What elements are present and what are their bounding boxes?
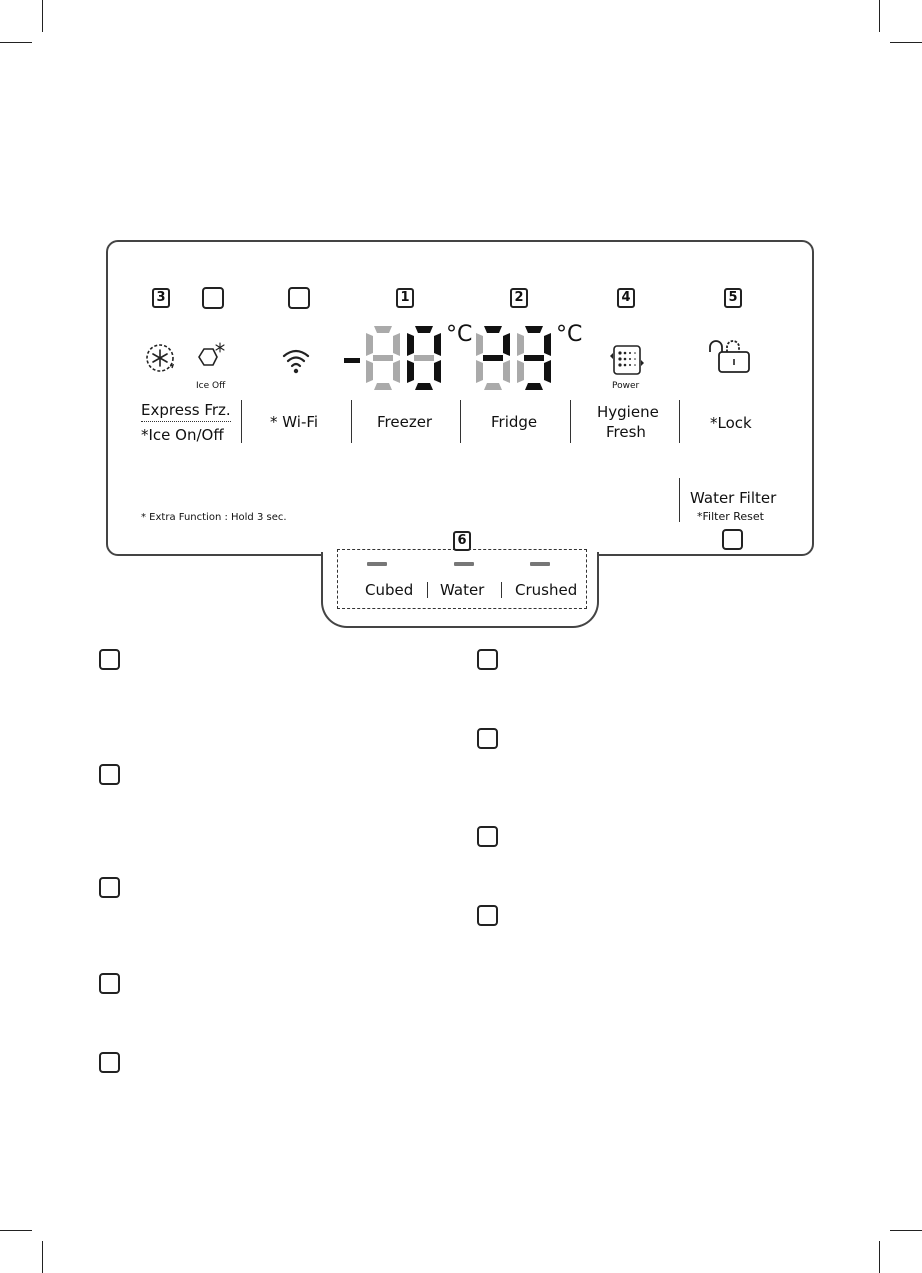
express-frz-label: Express Frz. — [141, 401, 231, 419]
lock-label: *Lock — [710, 414, 752, 432]
segment-b — [503, 333, 510, 356]
fridge-temperature-display — [476, 326, 551, 390]
segment-c — [544, 360, 551, 383]
crop-mark — [879, 1241, 880, 1273]
crop-mark — [0, 42, 32, 43]
callout-6: 6 — [453, 531, 471, 551]
ice-cube-icon — [198, 342, 225, 366]
segment-g — [373, 355, 393, 361]
segment-d — [484, 383, 502, 390]
tray-join — [323, 550, 597, 560]
freezer-temperature-display — [344, 326, 441, 390]
segment-c — [393, 360, 400, 383]
crop-mark — [42, 1241, 43, 1273]
dotted-divider — [141, 421, 231, 422]
legend-box — [99, 973, 120, 994]
ice-off-label: Ice Off — [196, 381, 226, 391]
crop-mark — [0, 1230, 32, 1231]
padlock-icon — [709, 340, 750, 373]
callout-2: 2 — [510, 288, 528, 308]
hygiene-label-line2: Fresh — [606, 423, 646, 441]
segment-e — [407, 360, 414, 383]
segment-a — [415, 326, 433, 333]
wifi-icon — [282, 349, 310, 374]
freezer-label: Freezer — [377, 413, 433, 431]
segment-e — [366, 360, 373, 383]
segment-b — [393, 333, 400, 356]
callout-3: 3 — [152, 288, 170, 308]
legend-box — [477, 905, 498, 926]
legend-box — [99, 649, 120, 670]
crop-mark — [890, 42, 922, 43]
filter-reset-button[interactable] — [722, 529, 743, 550]
segment-d — [415, 383, 433, 390]
separator — [241, 400, 242, 443]
segment-a — [374, 326, 392, 333]
fridge-degree-unit: °C — [556, 322, 583, 347]
express-button[interactable] — [202, 287, 224, 309]
segment-f — [366, 333, 373, 356]
crop-mark — [890, 1230, 922, 1231]
hygiene-power-label: Power — [612, 381, 640, 391]
segment-b — [544, 333, 551, 356]
extra-function-note: * Extra Function : Hold 3 sec. — [141, 512, 287, 523]
segment-e — [517, 360, 524, 383]
segment-g — [483, 355, 503, 361]
segment-a — [525, 326, 543, 333]
freezer-degree-unit: °C — [446, 322, 473, 347]
segment-f — [517, 333, 524, 356]
ice-on-off-label: *Ice On/Off — [141, 426, 224, 444]
crushed-indicator — [530, 562, 550, 566]
legend-box — [477, 649, 498, 670]
hygiene-label-line1: Hygiene — [597, 403, 659, 421]
filter-reset-label: *Filter Reset — [697, 510, 764, 523]
segment-d — [525, 383, 543, 390]
callout-5: 5 — [724, 288, 742, 308]
legend-box — [477, 826, 498, 847]
legend-box — [99, 1052, 120, 1073]
cubed-indicator — [367, 562, 387, 566]
callout-4: 4 — [617, 288, 635, 308]
segment-a — [484, 326, 502, 333]
segment-b — [434, 333, 441, 356]
separator — [351, 400, 352, 443]
separator — [570, 400, 571, 443]
wifi-label: * Wi-Fi — [270, 413, 319, 431]
separator — [679, 400, 680, 443]
crop-mark — [42, 0, 43, 32]
segment-g — [524, 355, 544, 361]
control-panel — [106, 240, 814, 556]
legend-box — [99, 877, 120, 898]
segment-c — [503, 360, 510, 383]
segment-c — [434, 360, 441, 383]
wifi-button[interactable] — [288, 287, 310, 309]
separator — [679, 478, 680, 522]
dispenser-selector — [337, 549, 587, 609]
separator — [427, 582, 428, 598]
segment-g — [414, 355, 434, 361]
legend-box — [477, 728, 498, 749]
cubed-option[interactable]: Cubed — [365, 581, 414, 599]
separator — [460, 400, 461, 443]
legend-box — [99, 764, 120, 785]
segment-f — [476, 333, 483, 356]
minus-segment — [344, 358, 360, 363]
segment-f — [407, 333, 414, 356]
crushed-option[interactable]: Crushed — [515, 581, 578, 599]
crop-mark — [879, 0, 880, 32]
water-option[interactable]: Water — [440, 581, 485, 599]
water-indicator — [454, 562, 474, 566]
fridge-label: Fridge — [491, 413, 538, 431]
callout-1: 1 — [396, 288, 414, 308]
hygiene-fresh-icon — [610, 345, 644, 375]
segment-d — [374, 383, 392, 390]
segment-e — [476, 360, 483, 383]
water-filter-label: Water Filter — [690, 489, 777, 507]
snowflake-cycle-icon — [146, 344, 175, 372]
separator — [501, 582, 502, 598]
